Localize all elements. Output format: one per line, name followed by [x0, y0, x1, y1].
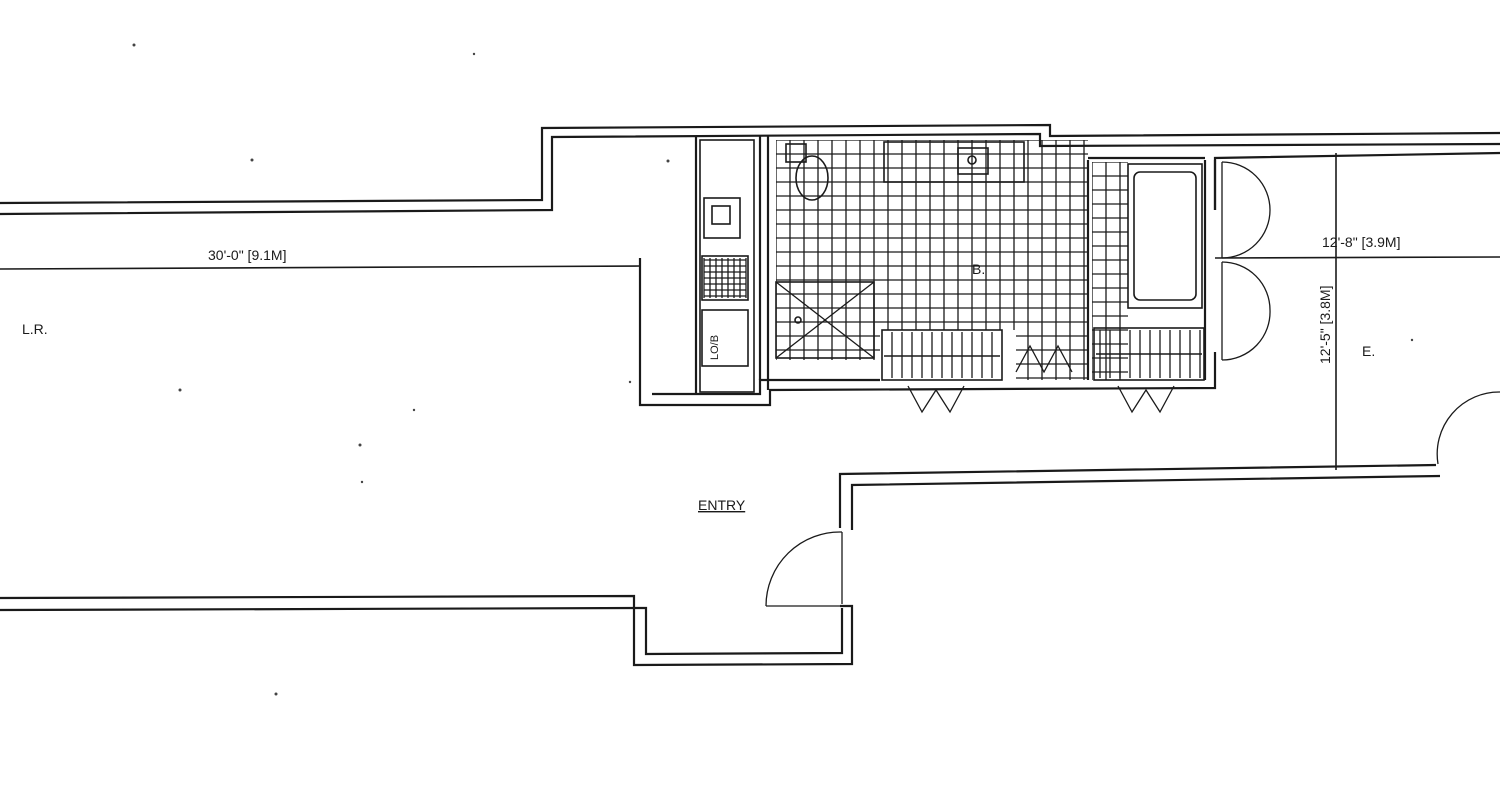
scan-specks [132, 43, 1414, 696]
stove-grid [703, 258, 747, 298]
bedroom-width-dimension: 12'-8" [3.9M] [1322, 234, 1400, 250]
kitchen-label: LO/B [709, 335, 721, 360]
bedroom-depth-dimension: 12'-5" [3.8M] [1317, 286, 1333, 364]
doors [765, 161, 1500, 607]
living-room-label: L.R. [22, 321, 48, 337]
dimension-lines [0, 153, 1500, 470]
walls [0, 123, 1500, 667]
bath-label: B. [972, 261, 985, 277]
bedroom-label: E. [1362, 343, 1375, 359]
entry-label: ENTRY [698, 497, 746, 513]
closet-rods [884, 330, 1202, 378]
living-width-dimension: 30'-0" [9.1M] [208, 247, 286, 263]
kitchen-fixtures [699, 139, 755, 393]
bath-fixtures [775, 141, 1205, 381]
